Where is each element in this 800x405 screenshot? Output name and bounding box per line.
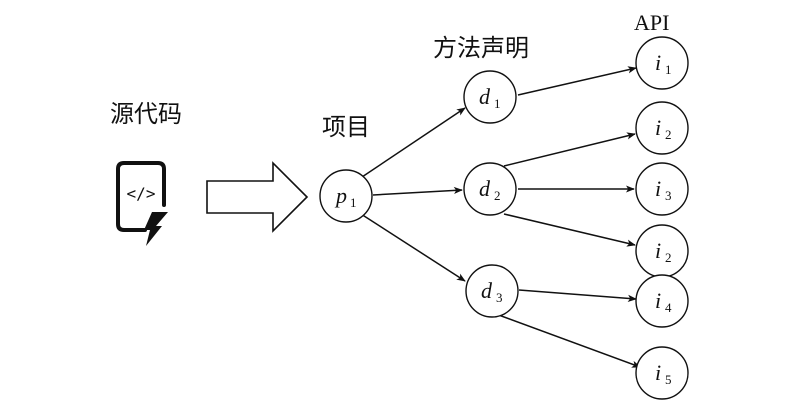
edge-d3-i5 (495, 313, 641, 368)
edge-d2-i2b (503, 213, 636, 247)
edge-p1-d3 (360, 213, 466, 282)
node-d3-symbol: d (481, 278, 493, 303)
edge-p1-d1 (361, 107, 466, 178)
node-d3-subscript: 3 (496, 290, 503, 305)
api-label: API (634, 10, 669, 35)
node-p1: p 1 (319, 169, 373, 223)
node-i4-subscript: 4 (665, 300, 672, 315)
node-p1-subscript: 1 (350, 195, 357, 210)
edge-d2-i2a (503, 132, 636, 167)
project-label: 项目 (322, 113, 370, 141)
node-i2-b: i 2 (635, 224, 689, 278)
big-hollow-arrow (206, 161, 309, 233)
node-d3: d 3 (465, 264, 519, 318)
edge-p1-d2 (372, 186, 463, 196)
node-i2-b-symbol: i (655, 238, 661, 263)
node-i1: i 1 (635, 36, 689, 90)
node-d2: d 2 (463, 162, 517, 216)
node-d2-subscript: 2 (494, 188, 501, 203)
lightning-icon (144, 212, 168, 246)
node-d1-subscript: 1 (494, 96, 501, 111)
node-i3: i 3 (635, 162, 689, 216)
node-i4-symbol: i (655, 288, 661, 313)
method-declaration-label: 方法声明 (433, 34, 529, 62)
node-d2-symbol: d (479, 176, 491, 201)
edges (360, 66, 641, 368)
edge-d3-i4 (518, 289, 637, 302)
node-i2-b-subscript: 2 (665, 250, 672, 265)
source-code-label: 源代码 (110, 100, 182, 128)
node-i1-symbol: i (655, 50, 661, 75)
node-i1-subscript: 1 (665, 62, 672, 77)
node-d1-symbol: d (479, 84, 491, 109)
node-i3-subscript: 3 (665, 188, 672, 203)
source-code-file-icon: </> (116, 161, 168, 246)
edge-d1-i1 (517, 66, 637, 96)
node-i5: i 5 (635, 346, 689, 400)
node-d1: d 1 (463, 70, 517, 124)
node-i5-subscript: 5 (665, 372, 672, 387)
node-i2-a: i 2 (635, 101, 689, 155)
node-i3-symbol: i (655, 176, 661, 201)
node-i4: i 4 (635, 274, 689, 328)
node-p1-symbol: p (334, 183, 347, 208)
node-i2-a-subscript: 2 (665, 127, 672, 142)
code-brackets-icon: </> (127, 184, 156, 203)
node-i2-a-symbol: i (655, 115, 661, 140)
node-i5-symbol: i (655, 360, 661, 385)
